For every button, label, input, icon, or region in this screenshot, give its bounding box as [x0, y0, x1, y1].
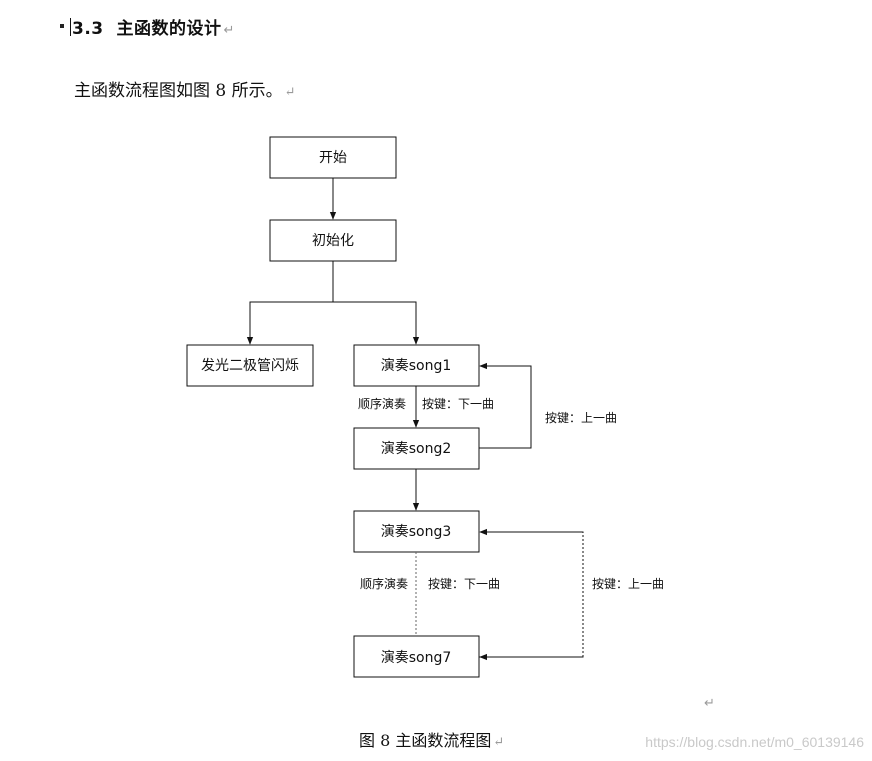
- edge-label-seq-1: 顺序演奏: [358, 396, 406, 411]
- paragraph-mark-icon: ↵: [223, 23, 235, 38]
- node-led: [186, 344, 314, 387]
- paragraph-mark-icon: ↵: [284, 85, 296, 100]
- watermark: https://blog.csdn.net/m0_60139146: [645, 734, 864, 750]
- node-song3-label: 演奏song3: [381, 524, 452, 540]
- node-init: [269, 219, 397, 262]
- caption-text: 图 8 主函数流程图: [359, 731, 492, 750]
- intro-text: 主函数流程图如图 8 所示。: [74, 81, 283, 101]
- intro-paragraph: 主函数流程图如图 8 所示。↵: [74, 76, 296, 101]
- node-song2: [353, 427, 480, 470]
- bullet-marker: [60, 24, 64, 28]
- paragraph-mark-icon: ↵: [704, 696, 715, 711]
- node-led-label: 发光二极管闪烁: [201, 358, 299, 374]
- node-song3: [353, 510, 480, 553]
- edge-label-next-1: 按键：下一曲: [422, 397, 494, 411]
- text-cursor: [70, 18, 71, 36]
- node-start: [269, 136, 397, 179]
- edge-init-led: [246, 261, 334, 345]
- node-song7-label: 演奏song7: [381, 650, 452, 666]
- section-title: 主函数的设计: [116, 19, 222, 39]
- edge-label-prev-1: 按键：上一曲: [545, 411, 617, 425]
- paragraph-mark-icon: ↵: [493, 735, 505, 750]
- node-start-label: 开始: [319, 150, 347, 166]
- node-init-label: 初始化: [312, 232, 354, 249]
- section-number: 3.3: [72, 19, 104, 39]
- edge-label-next-2: 按键：下一曲: [428, 577, 500, 591]
- edge-label-seq-2: 顺序演奏: [360, 576, 408, 591]
- figure-caption: 图 8 主函数流程图↵: [359, 727, 504, 751]
- section-heading: 3.3 主函数的设计↵: [60, 14, 235, 39]
- node-song2-label: 演奏song2: [381, 441, 452, 457]
- node-song1-label: 演奏song1: [381, 358, 452, 374]
- edge-label-prev-2: 按键：上一曲: [592, 577, 664, 591]
- edge-song2-song1-loop: [479, 362, 532, 449]
- edge-song7-song3-loop: [479, 531, 584, 658]
- node-song7: [353, 635, 480, 678]
- edge-init-song1: [333, 301, 420, 345]
- node-song1: [353, 344, 480, 387]
